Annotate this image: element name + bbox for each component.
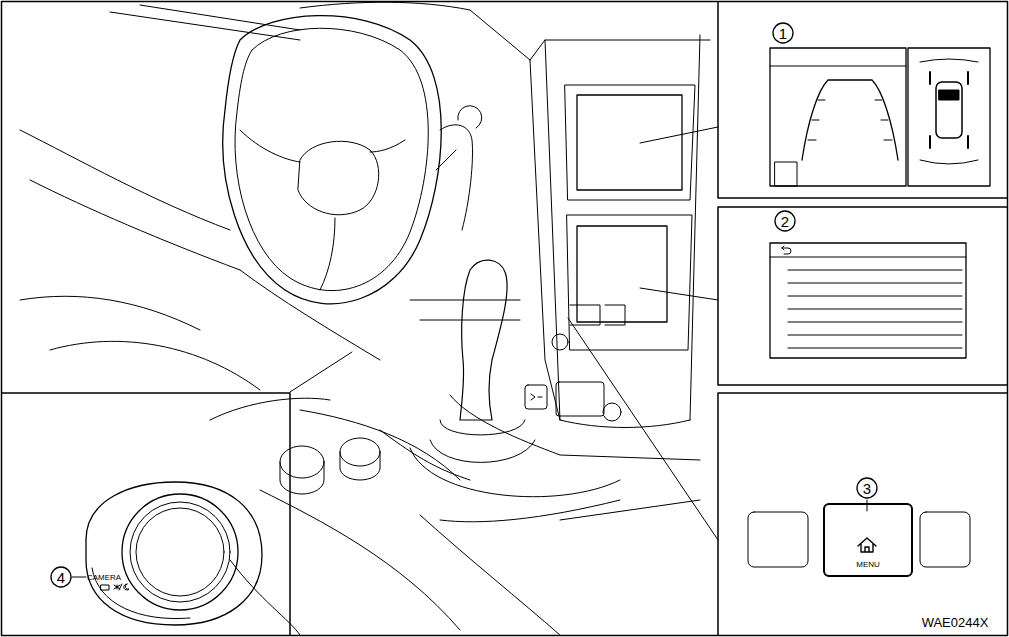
callout-circle xyxy=(51,567,71,587)
button-label: MENU xyxy=(825,561,911,569)
figure-code: WAE0244X xyxy=(922,616,989,629)
callout-number: 3 xyxy=(863,481,871,496)
callout-circle xyxy=(773,23,793,43)
callout-number: 2 xyxy=(781,214,789,229)
menu-button: MENU xyxy=(823,503,913,577)
callout-circle xyxy=(775,211,795,231)
callout-number: 1 xyxy=(779,26,787,41)
button-label: CAMERA xyxy=(87,574,121,582)
callout-circle xyxy=(857,478,877,498)
callout-number: 4 xyxy=(57,570,65,585)
